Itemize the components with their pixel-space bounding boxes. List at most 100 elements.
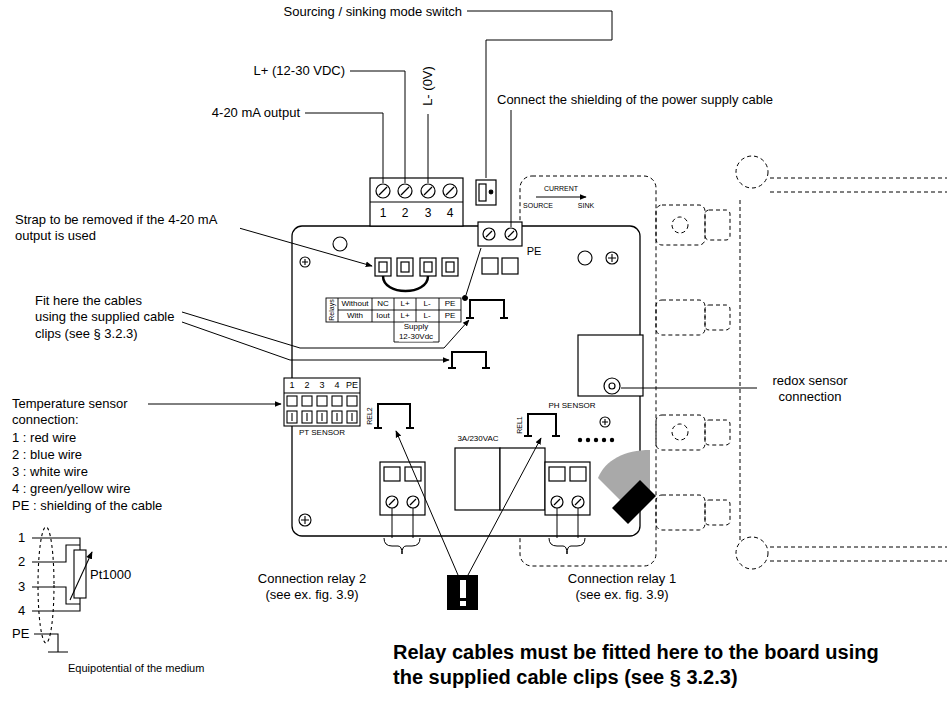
pt-terminal (332, 396, 342, 406)
table-cell: 12-30Vdc (399, 333, 433, 342)
mode-switch (489, 190, 493, 194)
current-arrow (536, 197, 586, 198)
warning-sign (460, 580, 466, 598)
relay-section (407, 496, 419, 508)
callout-label: Sourcing / sinking mode switch (284, 4, 462, 20)
table-cell: L+ (400, 300, 409, 309)
pe-terminal (478, 222, 522, 246)
housing-outline (770, 178, 947, 561)
relay-section (554, 499, 560, 505)
relay-section (384, 467, 400, 481)
switch-marking: SINK (578, 202, 594, 210)
housing-outline (656, 415, 705, 450)
pin-number: 3 (18, 579, 25, 595)
callout-label: Connection relay 1 (see ex. fig. 3.9) (560, 571, 685, 604)
cable-clip (466, 300, 508, 318)
table-cell: PE (445, 300, 456, 309)
strap-jumpers (383, 276, 428, 291)
cable-clip (448, 352, 490, 368)
leader-line (396, 431, 458, 575)
pt-terminal (284, 378, 360, 426)
leader-line (182, 322, 449, 360)
relay-section (380, 448, 590, 515)
terminal-block (370, 201, 463, 202)
mounting-screw (299, 237, 618, 526)
redox-connector (609, 383, 615, 389)
mounting-screw (333, 237, 347, 251)
housing-outline (705, 305, 730, 330)
terminal-number: 3 (425, 206, 432, 221)
strap-jumpers (442, 258, 458, 276)
mounting-screw (600, 417, 610, 427)
pe-terminal (505, 228, 517, 240)
terminal-block (376, 184, 390, 198)
wire-list: PE : shielding of the cable (12, 498, 162, 514)
relay-bracket (392, 508, 413, 538)
relay-section (455, 448, 500, 510)
table-cell: L- (423, 312, 430, 321)
pt1000-schematic (74, 550, 86, 598)
mounting-screw (301, 516, 309, 524)
switch-marking: CURRENT (544, 185, 578, 193)
housing-outline (705, 210, 730, 240)
leader-line (466, 248, 481, 295)
relay-bracket (384, 508, 585, 554)
callout-label: Connection relay 2 (see ex. fig. 3.9) (250, 571, 375, 604)
relay-bracket (557, 508, 578, 538)
pt1000-schematic (32, 598, 80, 611)
note-label: Fit here the cables using the supplied c… (35, 293, 175, 342)
note-label: Equipotential of the medium (68, 662, 204, 676)
pt-terminal (287, 396, 297, 406)
relay-section (405, 467, 421, 481)
redox-connector (578, 335, 643, 396)
led-dots (594, 438, 598, 442)
leader-line (350, 71, 405, 183)
terminal-block (401, 187, 409, 195)
mounting-screw (608, 254, 616, 262)
table-cell: L+ (400, 312, 409, 321)
strap-jumpers (397, 258, 413, 276)
board-marking: REL1 (516, 416, 524, 434)
terminal-number: 1 (380, 206, 387, 221)
relay-section (575, 499, 581, 505)
pin-number: 2 (18, 554, 25, 570)
table-cell: L- (423, 300, 430, 309)
callout-label: Connect the shielding of the power suppl… (497, 92, 773, 108)
mounting-screw (299, 514, 311, 526)
pin-number: 4 (18, 603, 25, 619)
leader-line (511, 110, 512, 227)
terminal-number: 2 (304, 381, 309, 391)
terminal-block (370, 178, 463, 226)
warning-sign (460, 601, 466, 606)
pt-terminal (284, 378, 360, 426)
table-cell: With (347, 312, 363, 321)
board-marking: REL2 (366, 407, 374, 425)
leader-line (428, 114, 429, 183)
mounting-screw (606, 252, 618, 264)
pe-terminal (478, 222, 522, 274)
housing-outline (672, 217, 688, 233)
relay-section (380, 462, 425, 515)
cable-clip (524, 414, 560, 436)
terminal-number: 3 (319, 381, 324, 391)
terminal-number: 1 (289, 381, 294, 391)
strap-jumpers (379, 262, 387, 272)
board-marking: PH SENSOR (548, 402, 595, 411)
pt1000-schematic (70, 552, 92, 600)
terminal-block (421, 184, 435, 198)
terminal-number: PE (346, 381, 358, 391)
pin-number: PE (12, 626, 29, 642)
mounting-screw (578, 251, 592, 265)
terminal-block (370, 178, 463, 226)
relay-section (410, 499, 416, 505)
housing-outline (656, 205, 705, 245)
relay-bracket (384, 538, 420, 554)
mode-switch (479, 184, 486, 201)
terminal-block (379, 187, 387, 195)
strap-jumpers (446, 262, 454, 272)
wire-list: 1 : red wire (12, 430, 76, 446)
strap-jumpers (424, 262, 432, 272)
wire-list: 3 : white wire (12, 464, 88, 480)
pe-terminal (508, 231, 514, 237)
